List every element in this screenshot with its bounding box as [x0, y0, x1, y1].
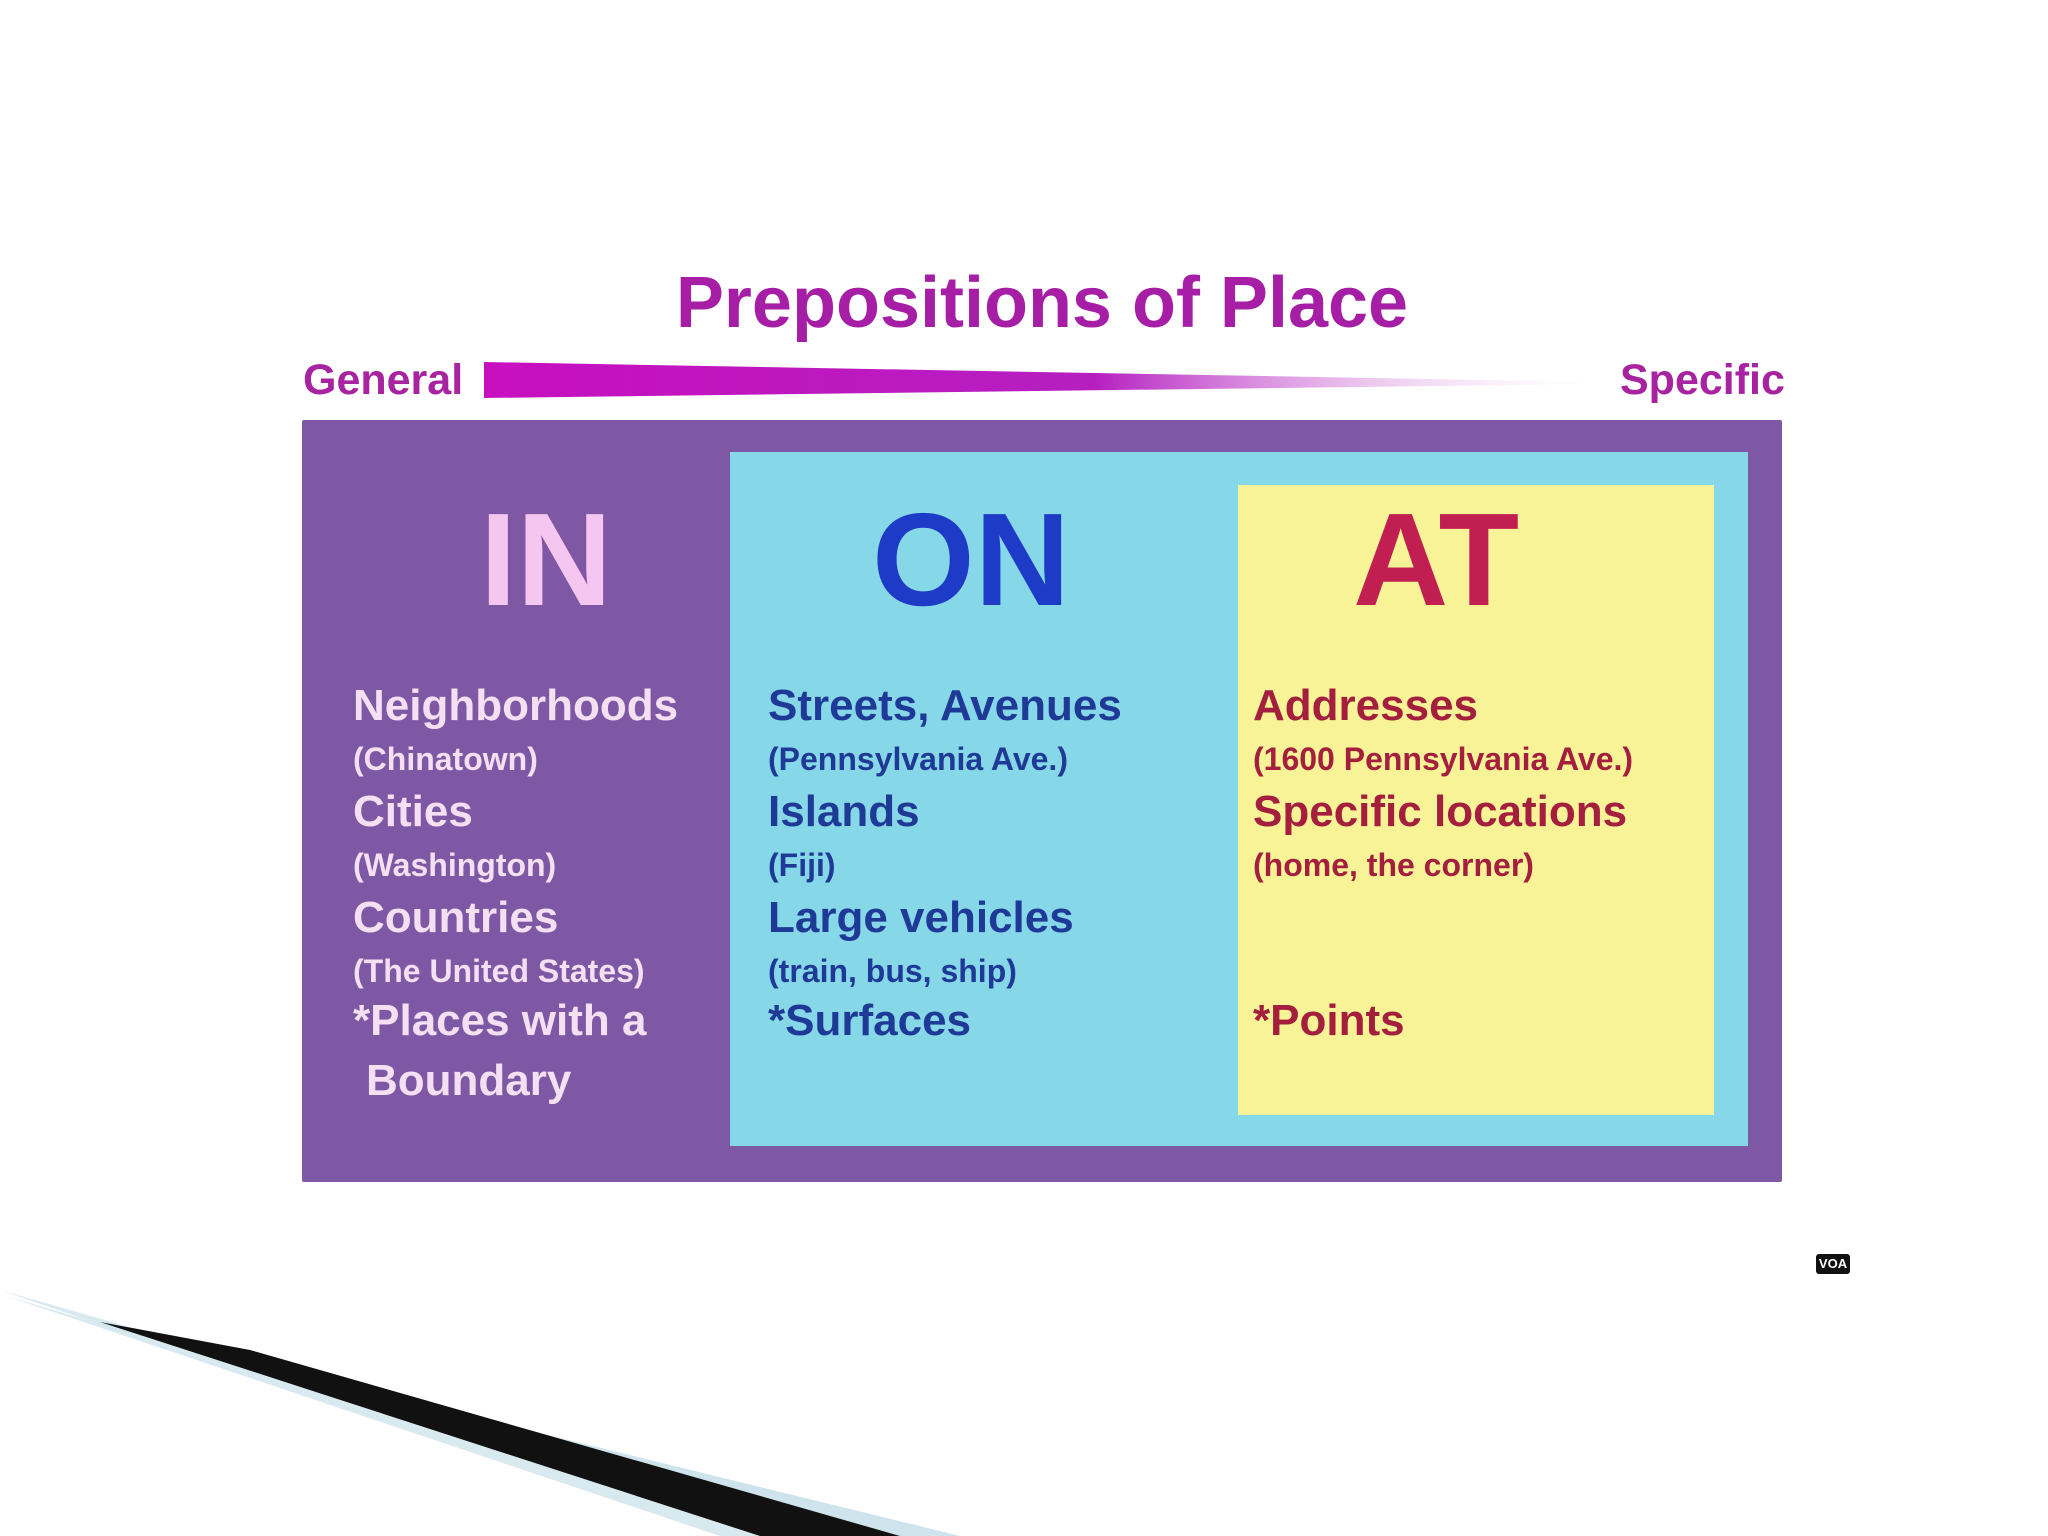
scale-label-specific: Specific: [1620, 356, 1785, 404]
list-item: Large vehicles (train, bus, ship): [768, 892, 1122, 998]
item-example: (train, bus, ship): [768, 953, 1017, 989]
voa-logo: VOA: [1816, 1254, 1850, 1274]
list-item: Specific locations (home, the corner): [1253, 786, 1633, 892]
at-panel: [1238, 485, 1714, 1115]
item-label: Neighborhoods: [353, 681, 679, 730]
general-to-specific-wedge: [484, 362, 1594, 398]
item-example: (The United States): [353, 953, 645, 989]
item-label: Large vehicles: [768, 893, 1074, 942]
on-heading: ON: [872, 486, 1070, 633]
list-item: Countries (The United States): [353, 892, 678, 998]
at-heading: AT: [1353, 486, 1520, 633]
item-label: Islands: [768, 787, 920, 836]
item-example: (home, the corner): [1253, 847, 1534, 883]
scale-label-general: General: [303, 356, 464, 404]
at-items: Addresses (1600 Pennsylvania Ave.) Speci…: [1253, 680, 1633, 892]
item-label: Countries: [353, 893, 559, 942]
item-example: (Washington): [353, 847, 557, 883]
item-label: Streets, Avenues: [768, 681, 1122, 730]
list-item: Streets, Avenues (Pennsylvania Ave.): [768, 680, 1122, 786]
on-note: *Surfaces: [768, 996, 972, 1045]
at-note: *Points: [1253, 996, 1405, 1045]
list-item: Cities (Washington): [353, 786, 678, 892]
item-label: Cities: [353, 787, 473, 836]
item-example: (1600 Pennsylvania Ave.): [1253, 741, 1634, 777]
item-example: (Chinatown): [353, 741, 538, 777]
in-note-line-1: *Places with a: [353, 996, 647, 1045]
in-heading: IN: [480, 486, 612, 633]
on-items: Streets, Avenues (Pennsylvania Ave.) Isl…: [768, 680, 1122, 998]
list-item: Addresses (1600 Pennsylvania Ave.): [1253, 680, 1633, 786]
diagram-title: Prepositions of Place: [675, 263, 1409, 343]
list-item: Neighborhoods (Chinatown): [353, 680, 678, 786]
item-example: (Pennsylvania Ave.): [768, 741, 1068, 777]
list-item: Islands (Fiji): [768, 786, 1122, 892]
decorative-swoosh: [0, 1290, 960, 1536]
in-note-line-2: Boundary: [366, 1056, 572, 1105]
item-label: Specific locations: [1253, 787, 1628, 836]
item-label: Addresses: [1253, 681, 1479, 730]
item-example: (Fiji): [768, 847, 836, 883]
in-items: Neighborhoods (Chinatown) Cities (Washin…: [353, 680, 678, 998]
